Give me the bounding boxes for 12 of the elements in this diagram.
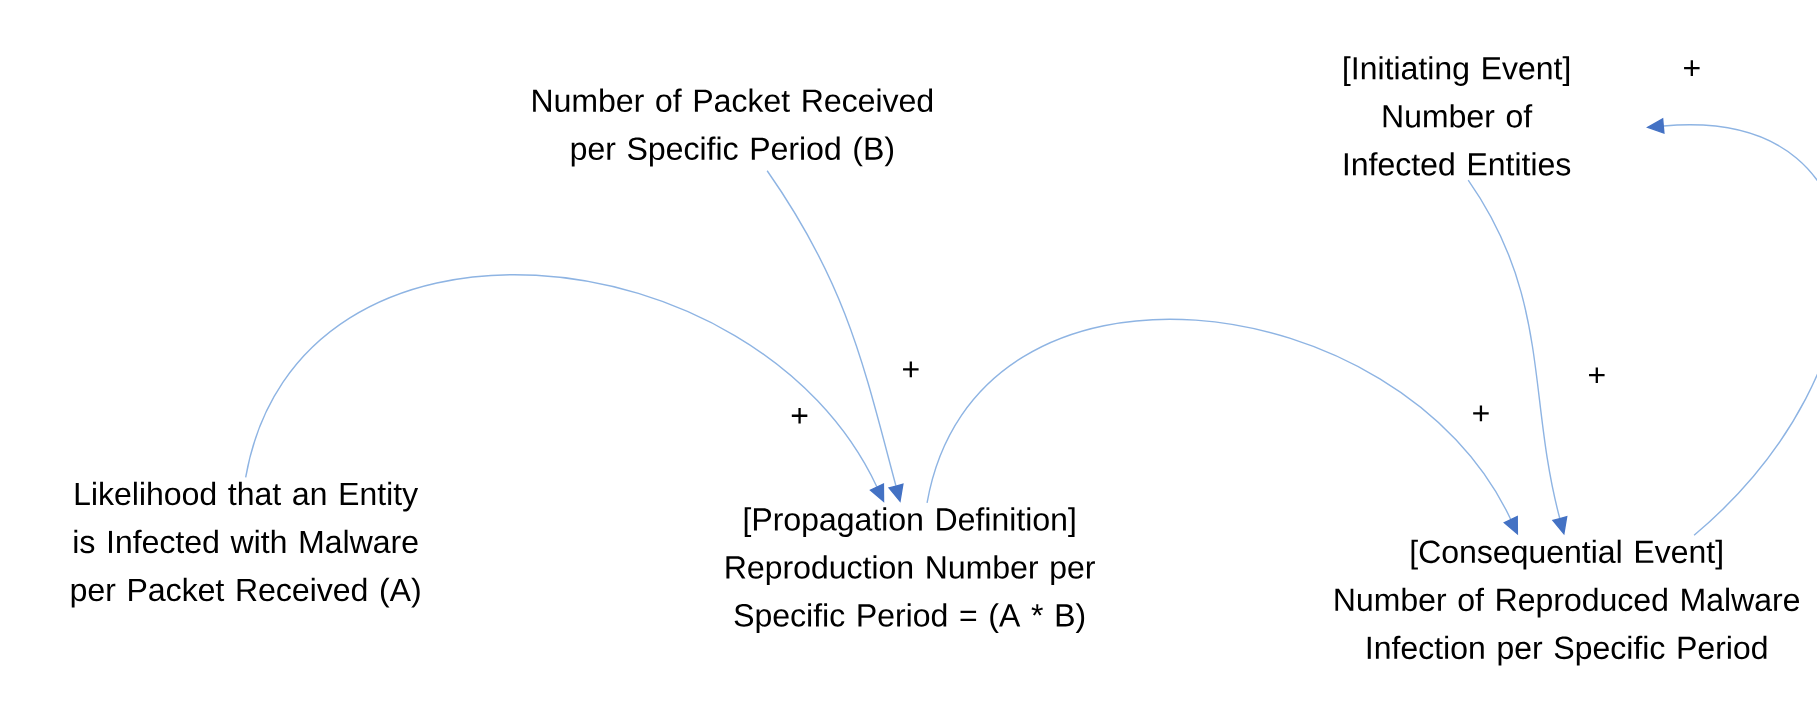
- edge-label: +: [791, 407, 808, 424]
- node-text: [Consequential Event] Number of Reproduced Malware Infection per Specific Period: [1335, 539, 1800, 666]
- node-text: [Initiating Event] Number of Infected Entities: [1344, 55, 1571, 176]
- node-text: Likelihood that an Entity is Infected with Malware per Packet Received (A): [71, 481, 420, 608]
- node-text: Number of Packet Received per Specific Period (B): [533, 88, 933, 167]
- edge-label: +: [1473, 405, 1489, 422]
- curved-arrow: [926, 319, 1519, 535]
- node-text: [Propagation Definition] Reproduction Number per Specific Period = (A * B): [726, 506, 1095, 633]
- edge-label: +: [903, 361, 919, 377]
- edge-label: +: [1589, 367, 1605, 383]
- edge-label: +: [1684, 60, 1700, 76]
- curved-arrow: [1467, 179, 1568, 535]
